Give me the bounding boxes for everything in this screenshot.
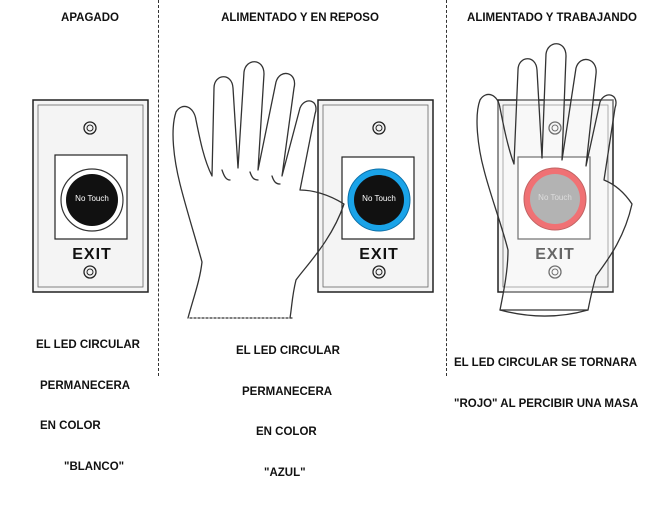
diagram: APAGADO ALIMENTADO Y EN REPOSO ALIMENTAD… xyxy=(32,0,638,479)
panel-1-title: APAGADO xyxy=(61,12,119,24)
switch-plate-2 xyxy=(317,99,434,293)
exit-label-1: EXIT xyxy=(72,246,112,263)
divider-2 xyxy=(446,0,447,376)
hand-overlay-3 xyxy=(476,43,633,317)
button-label-2: No Touch xyxy=(362,194,396,203)
panel-3-title: ALIMENTADO Y TRABAJANDO xyxy=(467,12,637,24)
switch-plate-1 xyxy=(32,99,149,293)
panel-2-caption: EL LED CIRCULAR PERMANECERA EN COLOR "AZ… xyxy=(236,345,340,479)
illustration xyxy=(32,43,633,319)
exit-label-2: EXIT xyxy=(359,246,399,263)
exit-label-3: EXIT xyxy=(535,246,575,263)
panel-1-caption: EL LED CIRCULAR PERMANECERA EN COLOR "BL… xyxy=(36,339,140,473)
button-label-3: No Touch xyxy=(538,193,572,202)
button-label-1: No Touch xyxy=(75,194,109,203)
panel-2-title: ALIMENTADO Y EN REPOSO xyxy=(221,12,379,24)
panel-3-caption: EL LED CIRCULAR SE TORNARA "ROJO" AL PER… xyxy=(454,357,639,410)
hand-outline-2 xyxy=(172,61,345,319)
divider-1 xyxy=(158,0,159,376)
